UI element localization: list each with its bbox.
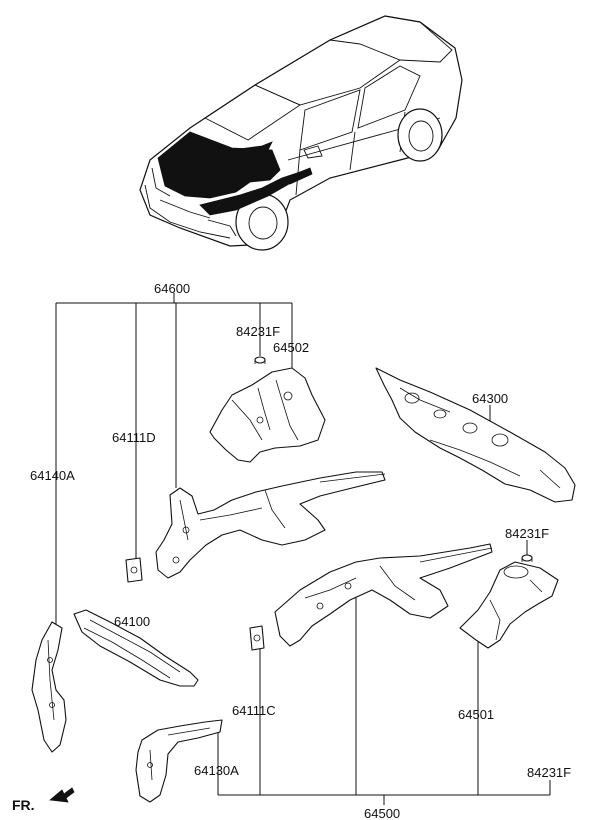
part-64100	[73, 609, 199, 687]
label-64502: 64502	[273, 340, 309, 355]
label-64140A: 64140A	[30, 468, 75, 483]
label-84231F-bottom: 84231F	[527, 765, 571, 780]
part-84231F-top	[254, 356, 266, 364]
leader-lines	[55, 293, 551, 805]
front-arrow-icon	[49, 787, 75, 803]
label-64100: 64100	[114, 614, 150, 629]
car-illustration	[139, 15, 463, 251]
label-84231F-top: 84231F	[236, 324, 280, 339]
label-64130A: 64130A	[194, 763, 239, 778]
label-64600: 64600	[154, 281, 190, 296]
part-64140A	[31, 621, 67, 753]
part-64600	[155, 471, 386, 579]
part-64500	[274, 543, 493, 647]
label-84231F-mid: 84231F	[505, 526, 549, 541]
label-64300: 64300	[472, 391, 508, 406]
part-64501	[459, 561, 559, 649]
part-64111D	[125, 557, 143, 583]
front-direction-indicator	[49, 787, 75, 803]
label-64111C: 64111C	[232, 703, 276, 718]
part-84231F-mid	[521, 554, 533, 562]
label-64500: 64500	[364, 806, 400, 820]
part-64300	[375, 367, 576, 503]
label-front: FR.	[12, 797, 35, 813]
label-64501: 64501	[458, 707, 494, 722]
label-64111D: 64111D	[112, 430, 156, 445]
part-64111C	[249, 625, 265, 651]
part-64130A	[135, 719, 223, 803]
part-64502	[209, 367, 326, 463]
